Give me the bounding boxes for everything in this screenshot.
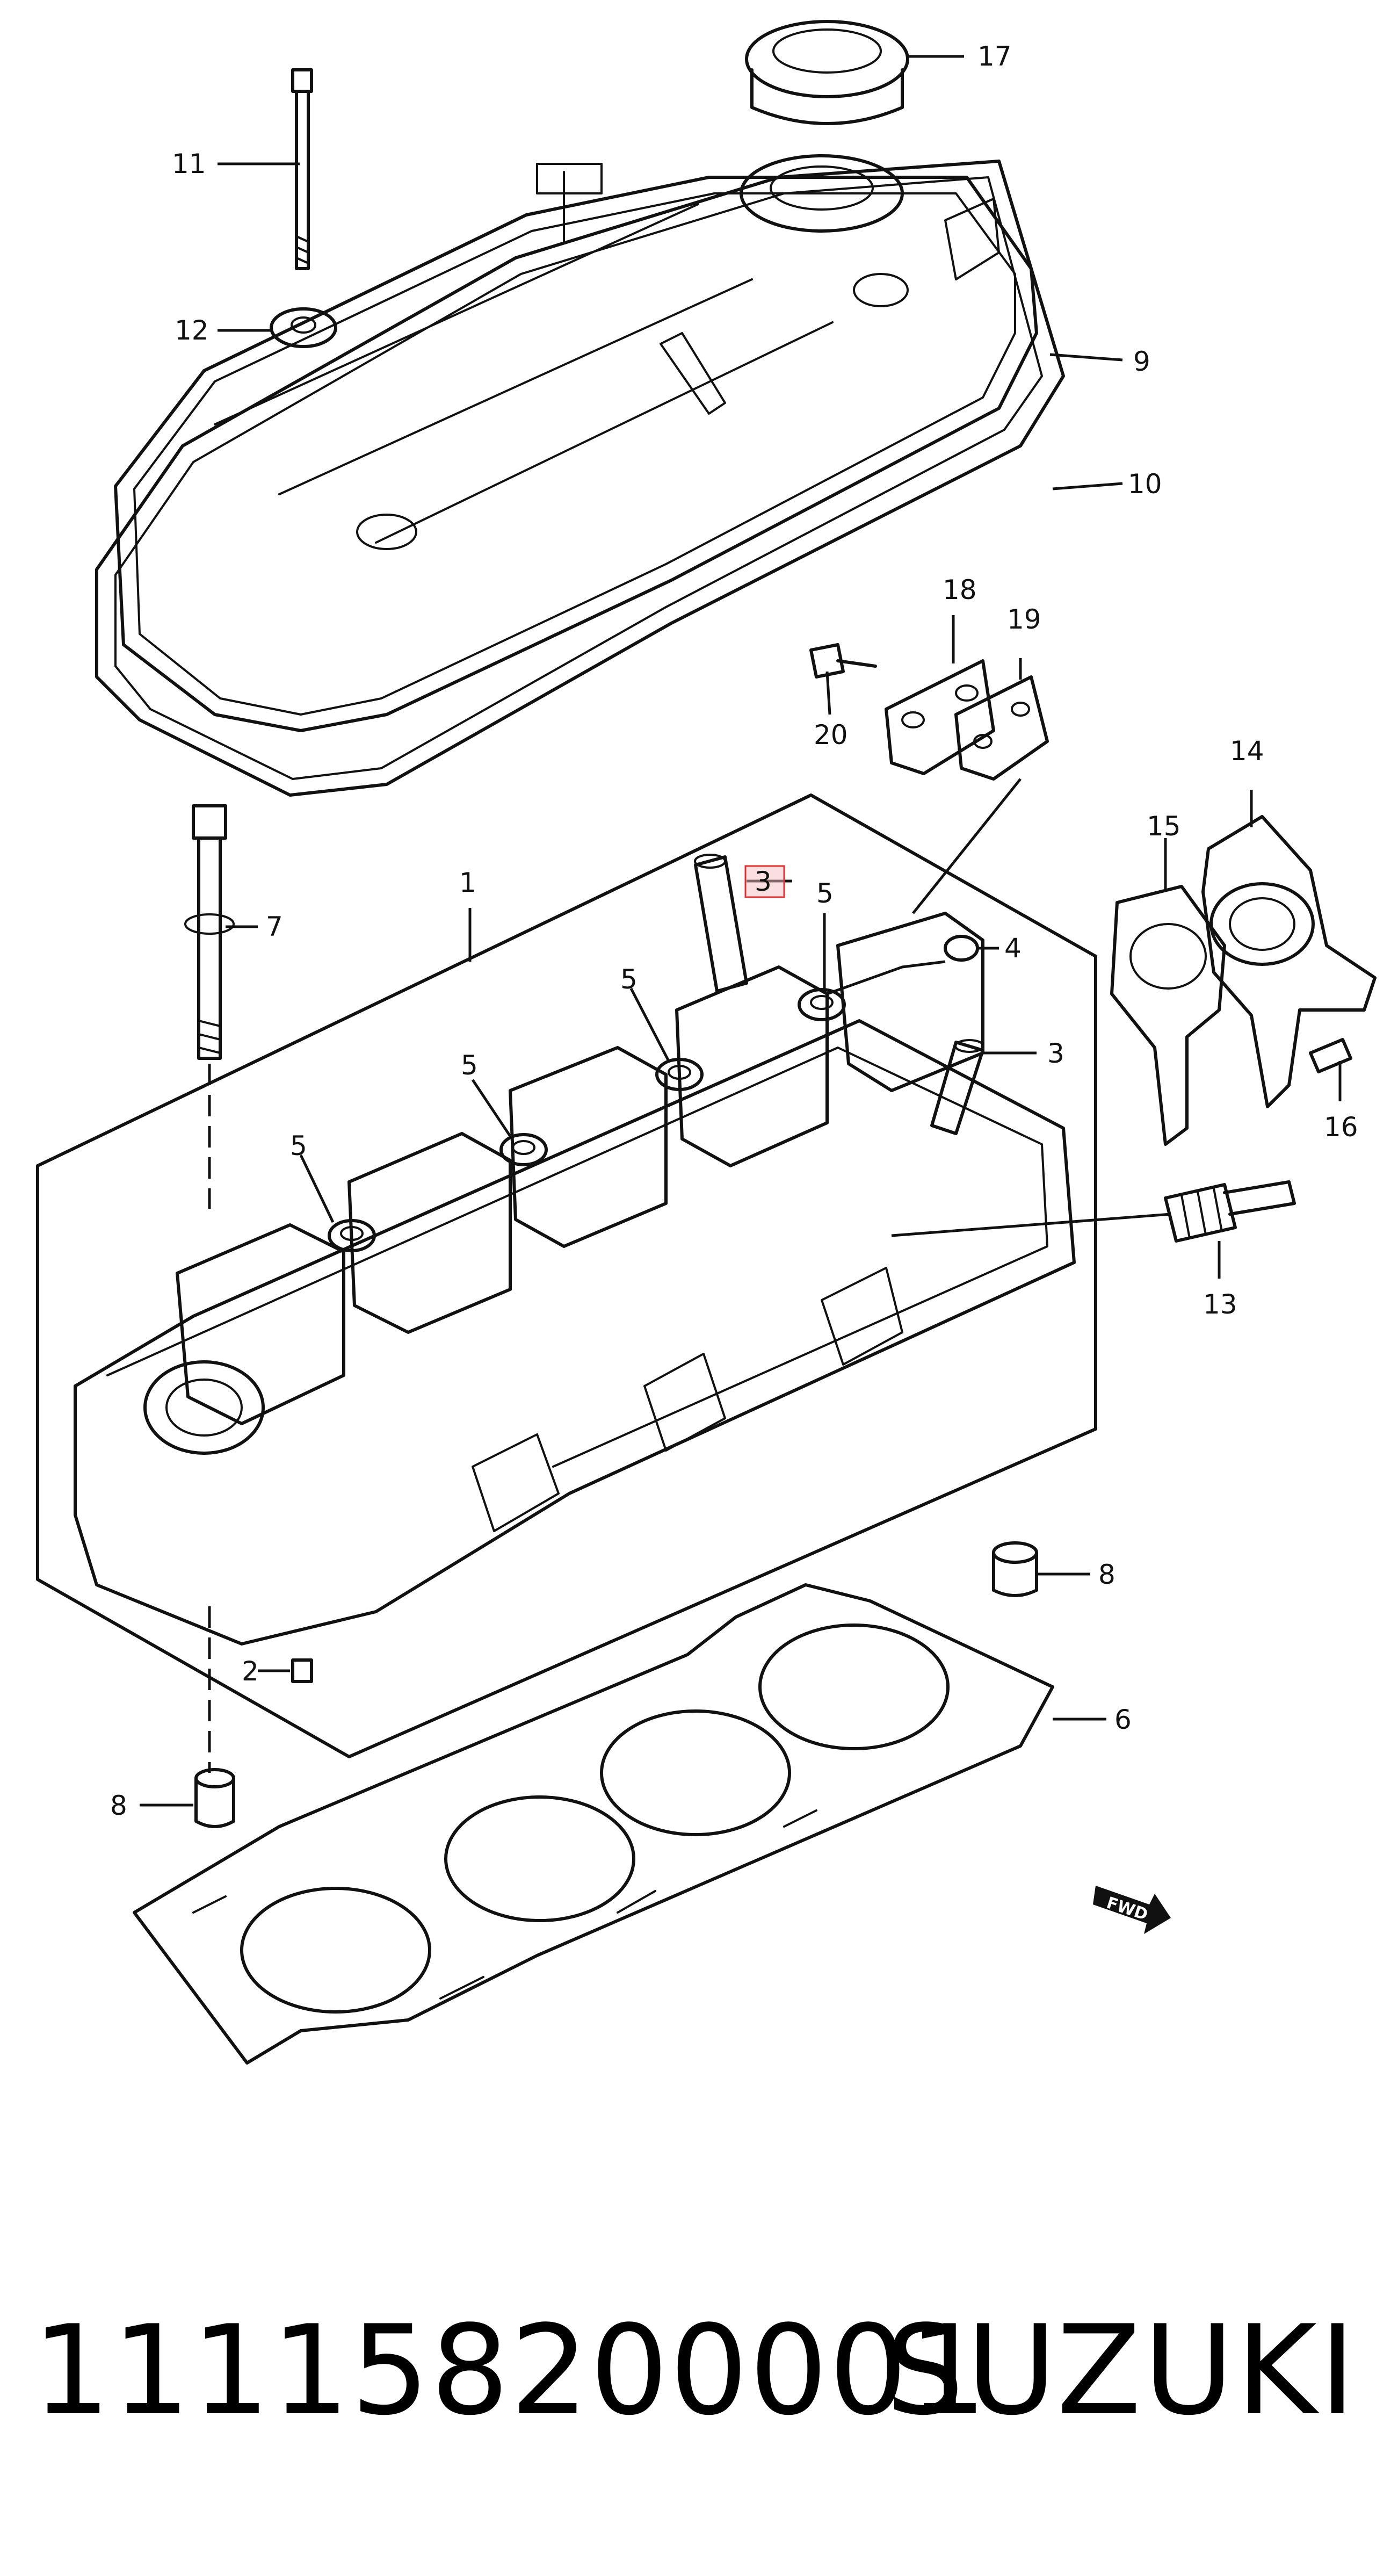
callout-8: 8	[1098, 1559, 1115, 1590]
valve-guide	[930, 1039, 984, 1135]
callout-5: 5	[620, 964, 638, 995]
callout-13: 13	[1203, 1289, 1237, 1320]
cover-gasket	[95, 160, 1065, 797]
callout-17: 17	[977, 41, 1012, 72]
callout-18: 18	[943, 574, 977, 605]
callout-16: 16	[1324, 1112, 1358, 1143]
housing-bolt	[1309, 1038, 1352, 1073]
callout-numbers: 17 11 12 9 10 18 19 20 14 15 16 13 1 7 3…	[110, 41, 1358, 1821]
thermostat-gasket	[1110, 885, 1226, 1146]
cover-plate	[885, 659, 995, 775]
footer: 111158200001 SUZUKI	[0, 2299, 1398, 2460]
valve-stem-seal	[798, 988, 846, 1021]
grommet-washer	[270, 307, 337, 348]
part-number: 111158200001	[32, 2299, 988, 2443]
leader-lines	[140, 55, 1342, 1807]
head-bolt	[184, 804, 235, 1060]
exploded-parts-diagram: FWD 17 11 1	[36, 20, 1377, 2065]
dowel-pin	[992, 1541, 1038, 1597]
spark-plug	[1164, 1180, 1296, 1243]
brand-name: SUZUKI	[886, 2299, 1358, 2443]
valve-stem-seal	[328, 1219, 376, 1252]
callout-7: 7	[266, 911, 283, 942]
callout-20: 20	[814, 719, 848, 751]
threaded-plug	[291, 1658, 313, 1683]
dowel-pin	[194, 1768, 235, 1828]
callout-4: 4	[1004, 933, 1022, 964]
callout-19: 19	[1007, 604, 1041, 635]
plug-cap	[944, 935, 979, 962]
cylinder-head-cover	[114, 163, 1038, 732]
callout-5: 5	[461, 1050, 478, 1081]
forward-arrow-icon: FWD	[1093, 1886, 1171, 1934]
callout-9: 9	[1133, 346, 1150, 377]
callout-14: 14	[1230, 735, 1264, 767]
callout-1: 1	[459, 867, 476, 898]
callout-11: 11	[172, 148, 206, 179]
highlight-box	[744, 865, 785, 898]
callout-10: 10	[1128, 468, 1162, 500]
oil-filler-cap	[740, 20, 909, 233]
head-gasket	[133, 1583, 1054, 2065]
thermostat-housing	[1201, 815, 1377, 1108]
callout-5: 5	[816, 878, 834, 909]
valve-stem-seal	[655, 1058, 704, 1091]
valve-stem-seal	[499, 1133, 548, 1166]
callout-6: 6	[1114, 1704, 1132, 1735]
callout-3-highlighted: 3	[755, 866, 772, 897]
callout-8: 8	[110, 1790, 127, 1821]
cover-bolt	[291, 68, 313, 270]
callout-3: 3	[1047, 1038, 1064, 1069]
callout-2: 2	[242, 1656, 259, 1687]
callout-12: 12	[175, 315, 209, 346]
plate-gasket	[954, 675, 1049, 781]
valve-guide	[694, 854, 748, 993]
callout-5: 5	[290, 1130, 307, 1161]
cylinder-head	[36, 793, 1097, 1758]
plate-bolt	[809, 643, 877, 679]
callout-15: 15	[1147, 811, 1181, 842]
